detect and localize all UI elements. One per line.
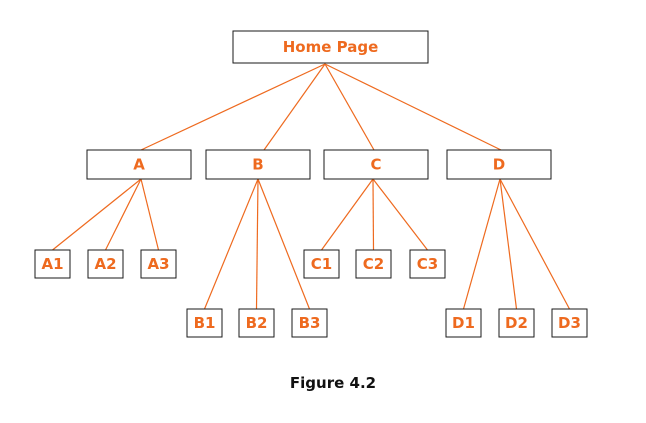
node-section-b-box xyxy=(205,149,311,180)
node-leaf-a1-label: A1 xyxy=(41,255,63,273)
node-leaf-c1-box xyxy=(303,249,340,279)
node-leaf-d3-label: D3 xyxy=(558,314,581,332)
edge-c-to-c1 xyxy=(321,178,374,251)
node-leaf-d1-label: D1 xyxy=(452,314,475,332)
node-section-c-label: C xyxy=(370,156,381,174)
node-home-page-label: Home Page xyxy=(283,38,379,56)
node-leaf-c3: C3 xyxy=(409,249,446,279)
node-section-b: B xyxy=(205,149,311,180)
node-leaf-a3-box xyxy=(140,249,177,279)
edge-b-to-b2 xyxy=(255,178,259,310)
node-leaf-b2: B2 xyxy=(238,308,275,338)
node-leaf-d1: D1 xyxy=(445,308,482,338)
node-leaf-b1: B1 xyxy=(186,308,223,338)
edge-home-to-c xyxy=(324,63,375,151)
node-leaf-c2-label: C2 xyxy=(363,255,384,273)
node-leaf-d1-box xyxy=(445,308,482,338)
node-leaf-d2: D2 xyxy=(498,308,535,338)
node-leaf-d3-box xyxy=(551,308,588,338)
node-leaf-b2-label: B2 xyxy=(246,314,268,332)
edge-d-to-d1 xyxy=(462,178,501,310)
edge-a-to-a3 xyxy=(140,178,160,251)
node-home-page: Home Page xyxy=(232,30,429,64)
node-leaf-b3-box xyxy=(291,308,328,338)
node-leaf-c1-label: C1 xyxy=(311,255,332,273)
node-leaf-a3: A3 xyxy=(140,249,177,279)
edge-home-to-a xyxy=(140,63,326,151)
edge-d-to-d3 xyxy=(499,178,571,310)
node-leaf-a2-label: A2 xyxy=(94,255,116,273)
node-leaf-d2-box xyxy=(498,308,535,338)
edge-b-to-b3 xyxy=(257,178,311,310)
node-section-a: A xyxy=(86,149,192,180)
node-leaf-d3: D3 xyxy=(551,308,588,338)
edge-c-to-c3 xyxy=(372,178,428,251)
node-section-a-label: A xyxy=(133,156,145,174)
edge-home-to-b xyxy=(263,63,326,151)
node-section-d-label: D xyxy=(493,156,505,174)
edge-a-to-a2 xyxy=(104,178,142,251)
node-leaf-b3: B3 xyxy=(291,308,328,338)
node-leaf-a2: A2 xyxy=(87,249,124,279)
edge-c-to-c2 xyxy=(372,178,375,251)
node-leaf-a3-label: A3 xyxy=(147,255,169,273)
node-leaf-a2-box xyxy=(87,249,124,279)
edge-b-to-b1 xyxy=(203,178,259,310)
node-section-a-box xyxy=(86,149,192,180)
node-leaf-b2-box xyxy=(238,308,275,338)
node-leaf-c1: C1 xyxy=(303,249,340,279)
node-section-b-label: B xyxy=(252,156,263,174)
node-leaf-b1-label: B1 xyxy=(194,314,216,332)
figure-caption: Figure 4.2 xyxy=(290,374,376,392)
node-leaf-b1-box xyxy=(186,308,223,338)
node-leaf-c3-label: C3 xyxy=(417,255,438,273)
node-section-c: C xyxy=(323,149,429,180)
node-home-page-box xyxy=(232,30,429,64)
node-leaf-b3-label: B3 xyxy=(299,314,321,332)
node-leaf-d2-label: D2 xyxy=(505,314,528,332)
edge-a-to-a1 xyxy=(52,178,142,251)
edge-home-to-d xyxy=(324,63,502,151)
node-leaf-a1-box xyxy=(34,249,71,279)
node-section-d-box xyxy=(446,149,552,180)
node-leaf-c2: C2 xyxy=(355,249,392,279)
node-leaf-a1: A1 xyxy=(34,249,71,279)
node-section-c-box xyxy=(323,149,429,180)
node-section-d: D xyxy=(446,149,552,180)
tree-edges xyxy=(52,63,571,310)
edge-d-to-d2 xyxy=(499,178,518,310)
node-leaf-c3-box xyxy=(409,249,446,279)
node-leaf-c2-box xyxy=(355,249,392,279)
